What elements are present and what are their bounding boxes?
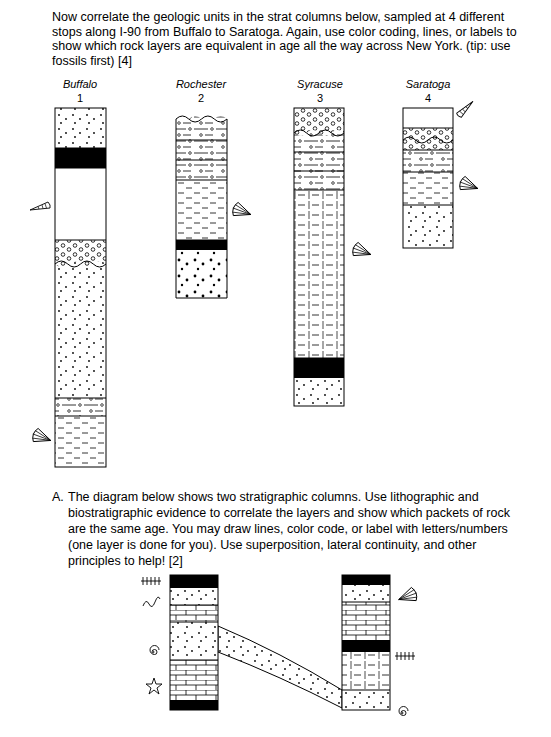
- column-number: 3: [317, 92, 323, 105]
- column-number: 4: [425, 92, 431, 105]
- strat-rect: [176, 114, 227, 180]
- strat-path: [294, 130, 344, 136]
- strat-path: [294, 152, 344, 358]
- strat-rect: [342, 575, 390, 585]
- strat-rect: [403, 172, 453, 205]
- strat-use: [396, 586, 419, 606]
- strat-rect: [294, 358, 344, 378]
- strat-rect: [176, 240, 227, 250]
- strat-rect: [294, 190, 344, 358]
- saratoga-column: [403, 101, 480, 248]
- strat-path: [146, 678, 162, 694]
- strat-use: [30, 202, 50, 210]
- strat-path: [55, 148, 106, 416]
- strat-use: [455, 101, 477, 118]
- question-text: The diagram below shows two stratigraphi…: [68, 489, 530, 569]
- strat-rect: [55, 108, 106, 467]
- strat-path: [218, 626, 342, 708]
- strat-path: [176, 108, 227, 122]
- strat-path: [143, 597, 160, 606]
- strat-use: [457, 175, 480, 195]
- strat-rect: [342, 640, 390, 652]
- strat-use: [30, 427, 53, 447]
- strat-rect: [403, 205, 453, 248]
- strat-path: [55, 240, 106, 267]
- strat-use: [399, 707, 408, 716]
- instructions: Now correlate the geologic units in the …: [52, 10, 530, 68]
- strat-rect: [170, 575, 218, 588]
- strat-rect: [55, 398, 106, 416]
- strat-rect: [403, 108, 453, 248]
- strat-rect: [55, 108, 106, 148]
- strat-path: [55, 261, 106, 267]
- strat-rect: [342, 585, 390, 602]
- part-a-columns: [141, 575, 419, 716]
- strat-rect: [342, 652, 390, 690]
- strat-rect: [403, 128, 453, 150]
- strat-path: [170, 605, 218, 660]
- strat-use: [230, 201, 253, 221]
- buffalo-column: [30, 108, 106, 467]
- column-name: Buffalo: [63, 78, 97, 91]
- rochester-column: [176, 108, 253, 298]
- strat-rect: [55, 258, 106, 398]
- strat-use: [350, 241, 373, 261]
- strat-rect: [294, 128, 344, 190]
- strat-rect: [342, 602, 390, 640]
- syracuse-column: [294, 108, 373, 406]
- strat-rect: [403, 108, 453, 128]
- strat-rect: [294, 108, 344, 406]
- strat-rect: [403, 150, 453, 172]
- strat-rect: [176, 180, 227, 240]
- strat-use: [141, 577, 161, 585]
- column-name: Syracuse: [297, 78, 343, 91]
- strat-rect: [170, 660, 218, 700]
- strat-path: [176, 119, 227, 298]
- strat-rect: [170, 588, 218, 605]
- strat-rect: [55, 148, 106, 168]
- strat-rect: [170, 700, 218, 710]
- strat-rect: [342, 690, 390, 710]
- strat-use: [395, 652, 415, 660]
- strat-rect: [170, 575, 218, 710]
- strat-path: [176, 116, 227, 122]
- strat-path: [342, 602, 390, 690]
- strat-rect: [170, 622, 218, 660]
- column-name: Saratoga: [406, 78, 451, 91]
- strat-rect: [294, 378, 344, 406]
- strat-rect: [55, 416, 106, 467]
- strat-path: [403, 137, 453, 143]
- strat-path: [294, 108, 344, 136]
- column-number: 1: [77, 92, 83, 105]
- strat-path: [176, 140, 227, 240]
- column-name: Rochester: [176, 78, 226, 91]
- strat-use: [150, 646, 159, 655]
- strat-path: [403, 128, 453, 205]
- strat-rect: [342, 575, 390, 710]
- strat-rect: [176, 250, 227, 298]
- strat-rect: [55, 168, 106, 240]
- column-number: 2: [198, 92, 204, 105]
- strat-rect: [170, 605, 218, 622]
- question-letter: A.: [52, 489, 64, 505]
